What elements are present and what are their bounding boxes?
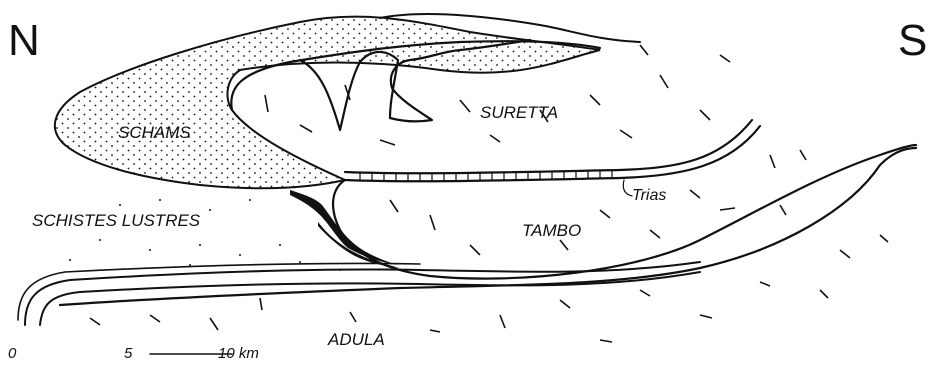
trias-label: Trias bbox=[632, 187, 666, 204]
black-sliver-unit-2 bbox=[318, 222, 400, 268]
scale-zero-label: 0 bbox=[8, 345, 17, 362]
schistes-lustres-label: SCHISTES LUSTRES bbox=[32, 211, 201, 230]
scale-ten-label: 10 km bbox=[218, 345, 259, 362]
trias-band-upper bbox=[345, 120, 752, 173]
schams-label: SCHAMS bbox=[118, 123, 191, 142]
north-label: N bbox=[8, 16, 40, 65]
trias-leader bbox=[623, 180, 632, 196]
suretta-label: SURETTA bbox=[480, 103, 558, 122]
tambo-boundary bbox=[333, 145, 916, 279]
scale-five-label: 5 bbox=[124, 345, 133, 362]
black-sliver-unit bbox=[290, 190, 398, 265]
tambo-label: TAMBO bbox=[522, 221, 581, 240]
schistes-lustres-dots bbox=[59, 199, 341, 271]
south-label: S bbox=[898, 16, 927, 65]
adula-upper-boundary bbox=[25, 262, 700, 325]
adula-label: ADULA bbox=[327, 330, 385, 349]
